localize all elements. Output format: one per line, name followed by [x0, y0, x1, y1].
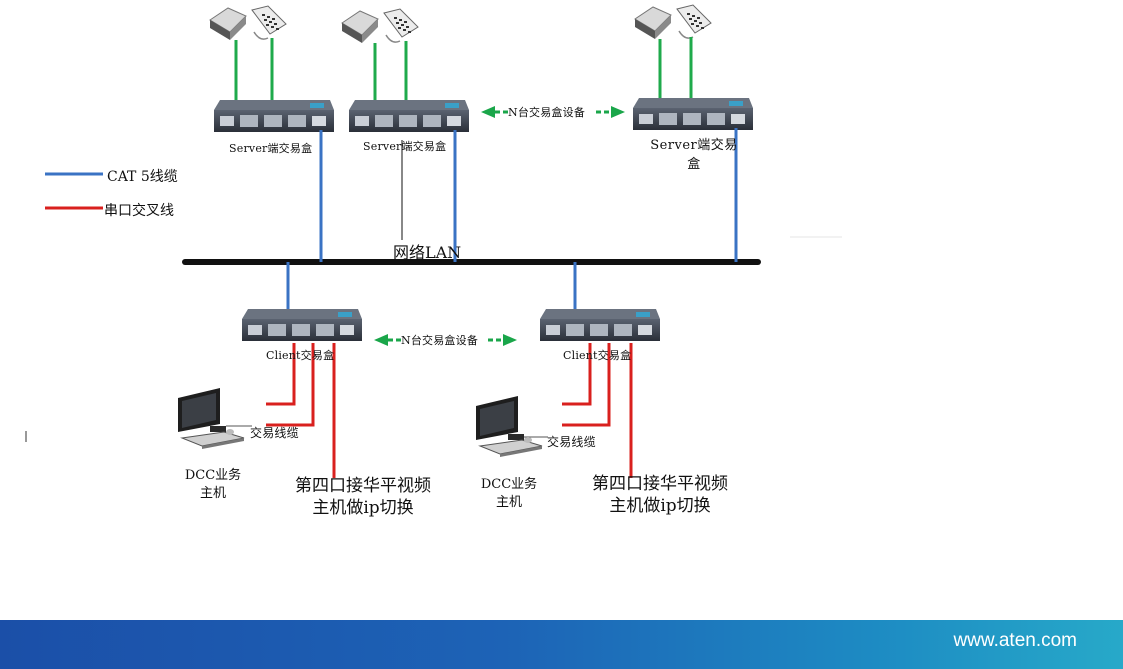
server-box-label: Server端交易盒 [363, 140, 447, 153]
server-box-label: Server端交易盒 [650, 138, 738, 172]
fourth-port-note: 第四口接华平视频 主机做ip切换 [592, 474, 728, 516]
footer-url-link[interactable]: www.aten.com [953, 630, 1077, 651]
legend-cat5-label: CAT 5线缆 [107, 169, 178, 185]
client-box-label: Client交易盒 [266, 349, 335, 362]
dcc-host-label: DCC业务 主机 [184, 468, 242, 501]
lan-label: 网络LAN [393, 243, 462, 262]
server-box-label: Server端交易盒 [229, 142, 313, 155]
bottom-arrow [374, 334, 517, 346]
dcc-host-label: DCC业务 主机 [480, 477, 538, 510]
top-arrow-label: N台交易盒设备 [508, 106, 586, 119]
footer-banner: www.aten.com [0, 620, 1123, 669]
trade-cable-label: 交易线缆 [547, 435, 596, 449]
legend-serial-label: 串口交叉线 [104, 203, 174, 219]
fourth-port-note: 第四口接华平视频 主机做ip切换 [295, 476, 431, 518]
client-box-label: Client交易盒 [563, 349, 632, 362]
trade-cable-label: 交易线缆 [250, 426, 299, 440]
top-arrow [481, 106, 625, 118]
bottom-arrow-label: N台交易盒设备 [401, 334, 479, 347]
